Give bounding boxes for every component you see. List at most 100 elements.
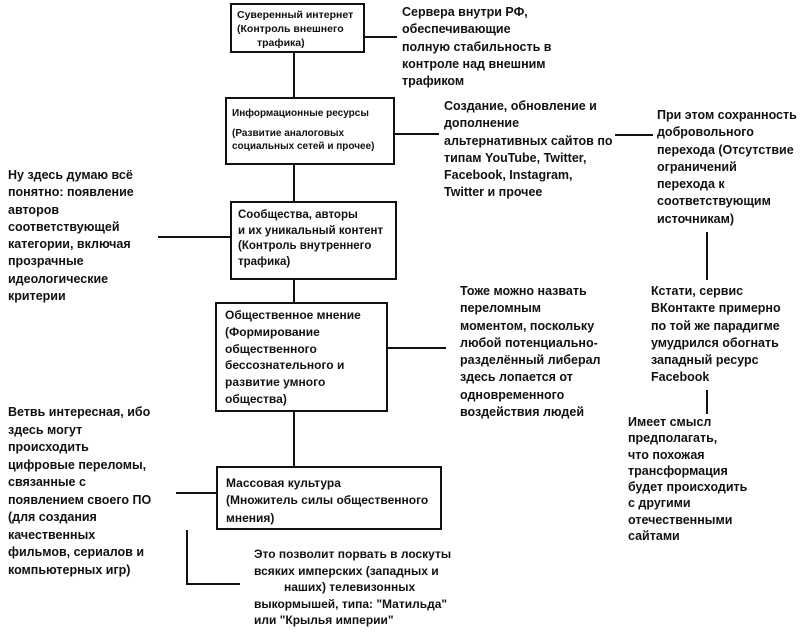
- note-line: полную стабильность в: [402, 39, 552, 54]
- connector-note3-note6: [706, 232, 708, 280]
- note-turning-point: Тоже можно назвать переломным моментом, …: [460, 283, 601, 421]
- connector-box1-box2: [293, 53, 295, 97]
- note-vkontakte: Кстати, сервис ВКонтакте примерно по той…: [651, 283, 781, 387]
- note-line: дополнение: [444, 116, 520, 131]
- note-line: ограничений: [657, 159, 737, 174]
- note-line: будет происходить: [628, 480, 748, 494]
- box-line: трафика): [238, 255, 291, 268]
- note-servers: Сервера внутри РФ, обеспечивающие полную…: [402, 4, 551, 90]
- note-line: всяких имперских (западных и: [254, 563, 439, 578]
- note-line: умудрился обогнать: [651, 335, 779, 350]
- box-line: развитие умного: [225, 375, 326, 390]
- note-line: предполагать,: [628, 431, 718, 446]
- box-line: (Контроль внешнего: [237, 23, 344, 36]
- note-line: прозрачные: [8, 254, 84, 269]
- connector-box5-note9: [186, 583, 240, 585]
- note-line: или "Крылья империи": [254, 613, 394, 628]
- connector-box2-box3: [293, 165, 295, 201]
- note-line: наших) телевизонных: [284, 580, 416, 595]
- note-line: понятно: появление: [8, 185, 134, 200]
- box-public-opinion: Общественное мнение (Формирование общест…: [215, 302, 388, 412]
- note-alternative-sites: Создание, обновление и дополнение альтер…: [444, 98, 613, 202]
- note-line: здесь могут: [8, 422, 83, 437]
- box-line: (Формирование: [225, 324, 320, 339]
- note-line: контроле над внешним: [402, 56, 546, 71]
- note-line: трафиком: [402, 74, 465, 88]
- note-line: что похожая: [628, 447, 705, 462]
- note-line: критерии: [8, 288, 66, 303]
- note-line: качественных: [8, 527, 96, 542]
- box-line: мнения): [226, 510, 275, 525]
- box-line: Суверенный интернет: [237, 9, 354, 21]
- note-line: трансформация: [628, 463, 728, 478]
- note-line: цифровые переломы,: [8, 457, 147, 472]
- note-tear-apart: Это позволит порвать в лоскуты всяких им…: [254, 546, 451, 629]
- note-line: Кстати, сервис: [651, 284, 744, 298]
- note-line: моментом, поскольку: [460, 318, 595, 333]
- note-line: воздействия людей: [460, 404, 585, 419]
- box-line: социальных сетей и прочее): [232, 141, 375, 152]
- note-line: Facebook, Instagram,: [444, 168, 573, 182]
- note-line: любой потенциально-: [460, 335, 598, 350]
- connector-box3-box4: [293, 280, 295, 302]
- note-line: добровольного: [657, 125, 754, 140]
- note-line: типам YouTube, Twitter,: [444, 150, 587, 165]
- note-line: происходить: [8, 440, 89, 454]
- note-line: компьютерных игр): [8, 562, 131, 577]
- connector-note6-note7: [706, 390, 708, 414]
- note-line: авторов: [8, 202, 60, 217]
- note-line: источникам): [657, 211, 735, 226]
- note-line: ВКонтакте примерно: [651, 301, 781, 316]
- note-line: Facebook: [651, 370, 710, 385]
- note-line: Создание, обновление и: [444, 99, 597, 113]
- note-line: Тоже можно назвать: [460, 284, 587, 298]
- note-line: соответствующим: [657, 194, 771, 209]
- note-line: фильмов, сериалов и: [8, 545, 145, 559]
- note-line: западный ресурс: [651, 353, 759, 367]
- note-line: с другими: [628, 496, 691, 511]
- box-line: (Развитие аналоговых: [232, 127, 345, 139]
- connector-box3-note4: [158, 236, 230, 238]
- note-line: Ветвь интересная, ибо: [8, 405, 151, 419]
- note-authors-clear: Ну здесь думаю всё понятно: появление ав…: [8, 167, 134, 305]
- note-line: категории, включая: [8, 237, 131, 251]
- box-line: общественного: [225, 341, 317, 356]
- connector-note8-box5: [176, 492, 216, 494]
- note-line: выкормышей, типа: "Матильда": [254, 596, 448, 611]
- note-line: обеспечивающие: [402, 22, 511, 37]
- note-line: разделённый либерал: [460, 353, 601, 367]
- box-communities-authors: Сообщества, авторы и их уникальный конте…: [230, 201, 397, 280]
- note-line: перехода (Отсутствие: [657, 142, 794, 157]
- note-line: Сервера внутри РФ,: [402, 5, 528, 19]
- note-line: Это позволит порвать в лоскуты: [254, 547, 452, 561]
- box-sovereign-internet: Суверенный интернет (Контроль внешнего т…: [230, 3, 365, 53]
- connector-box4-box5: [293, 412, 295, 466]
- box-information-resources: Информационные ресурсы (Развитие аналого…: [225, 97, 395, 165]
- note-line: альтернативных сайтов по: [444, 133, 613, 148]
- connector-box2-note2: [395, 133, 439, 135]
- note-line: по той же парадигме: [651, 318, 780, 333]
- box-line: трафика): [257, 37, 305, 50]
- box-line: общества): [225, 391, 287, 406]
- note-line: Ну здесь думаю всё: [8, 168, 133, 182]
- box-line: Массовая культура: [226, 476, 341, 490]
- note-line: появлением своего ПО: [8, 492, 152, 507]
- box-line: (Множитель силы общественного: [226, 493, 429, 508]
- note-line: одновременного: [460, 387, 565, 402]
- note-line: переломным: [460, 301, 542, 316]
- note-line: здесь лопается от: [460, 370, 573, 385]
- note-line: соответствующей: [8, 219, 120, 234]
- connector-note3-note2: [615, 134, 653, 136]
- note-transformation: Имеет смысл предполагать, что похожая тр…: [628, 414, 747, 544]
- note-line: Имеет смысл: [628, 415, 712, 429]
- note-line: (для создания: [8, 510, 97, 524]
- connector-box4-note5: [388, 347, 446, 349]
- connector-box5-note9-vertical: [186, 530, 188, 585]
- note-line: связанные с: [8, 475, 86, 489]
- connector-box1-note1: [365, 36, 397, 38]
- note-interesting-branch: Ветвь интересная, ибо здесь могут происх…: [8, 404, 151, 579]
- box-line: бессознательного и: [225, 358, 345, 373]
- note-voluntary-transition: При этом сохранность добровольного перех…: [657, 107, 797, 228]
- box-mass-culture: Массовая культура (Множитель силы общест…: [216, 466, 442, 530]
